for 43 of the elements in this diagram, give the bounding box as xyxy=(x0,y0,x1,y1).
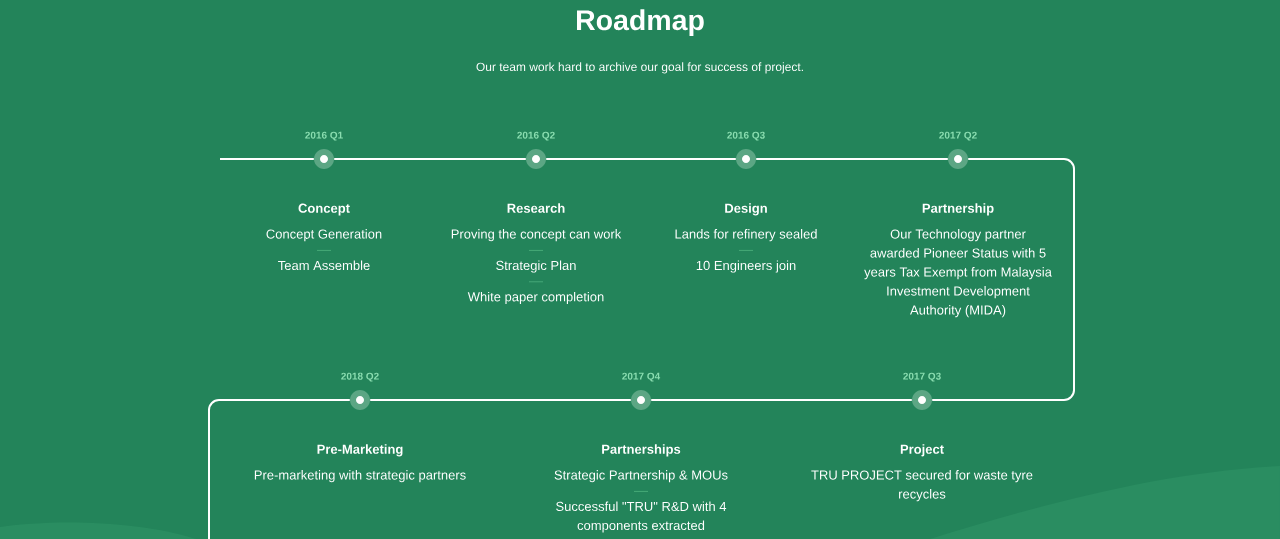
milestone-title: Partnerships xyxy=(602,444,681,457)
timeline-line xyxy=(755,158,949,160)
timeline-line xyxy=(219,158,315,160)
milestone-item: Strategic Partnership & MOUs xyxy=(554,470,728,483)
milestone-item: Strategic Plan xyxy=(496,260,576,273)
milestone-dot xyxy=(350,390,370,410)
timeline-line xyxy=(208,399,351,539)
timeline-line xyxy=(545,158,737,160)
date-label: 2016 Q3 xyxy=(727,131,765,141)
timeline-line xyxy=(369,399,632,401)
milestone-title: Project xyxy=(900,444,944,457)
milestone-title: Design xyxy=(725,203,767,216)
milestone-dot xyxy=(912,390,932,410)
timeline-line xyxy=(333,158,527,160)
milestone-dot xyxy=(526,149,546,169)
milestone-title: Pre-Marketing xyxy=(317,444,403,457)
timeline-line xyxy=(650,399,913,401)
subtitle: Our team work hard to archive our goal for success of project. xyxy=(476,62,803,74)
milestone-item: Successful "TRU" R&D with 4 components extracted xyxy=(556,501,727,533)
date-label: 2017 Q4 xyxy=(622,372,661,382)
milestone-item: Our Technology partner awarded Pioneer Status with 5 years Tax Exempt from Malaysia Investment Development Authority (MIDA) xyxy=(864,229,1052,318)
milestone-dot xyxy=(631,390,651,410)
milestone-dot xyxy=(314,149,334,169)
milestone-item: Proving the concept can work xyxy=(451,229,622,242)
milestone-item: Pre-marketing with strategic partners xyxy=(254,470,466,483)
date-label: 2016 Q2 xyxy=(517,131,555,141)
milestone-title: Partnership xyxy=(922,203,994,216)
milestone-item: TRU PROJECT secured for waste tyre recycles xyxy=(811,470,1033,502)
date-label: 2017 Q3 xyxy=(903,372,941,382)
milestone-item: Concept Generation xyxy=(266,229,382,242)
date-label: 2016 Q1 xyxy=(305,131,343,141)
milestone-dot xyxy=(736,149,756,169)
milestone-title: Concept xyxy=(298,203,350,216)
date-label: 2017 Q2 xyxy=(939,131,977,141)
milestone-dot xyxy=(948,149,968,169)
date-label: 2018 Q2 xyxy=(341,372,379,382)
milestone-item: 10 Engineers join xyxy=(696,260,796,273)
milestone-title: Research xyxy=(507,203,565,213)
milestone-item: White paper completion xyxy=(467,291,604,304)
heading: Roadmap xyxy=(577,9,704,36)
timeline-line xyxy=(931,158,1075,401)
milestone-item: Lands for refinery sealed xyxy=(675,229,817,242)
milestone-item: Team Assemble xyxy=(278,260,370,271)
